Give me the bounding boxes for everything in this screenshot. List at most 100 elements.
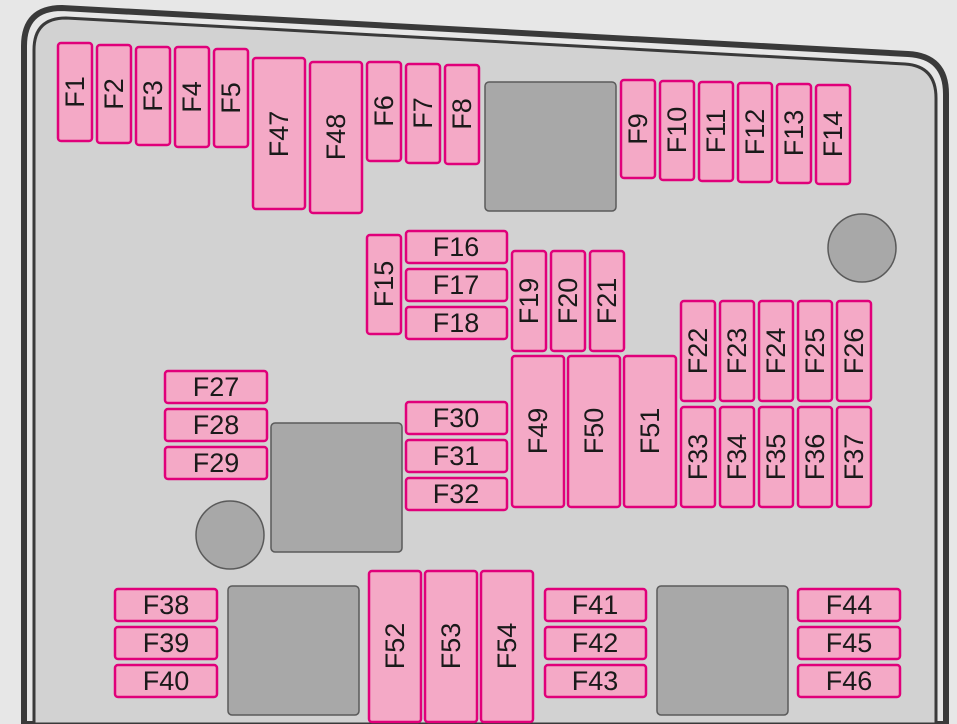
fuse-f37: F37 — [835, 405, 873, 509]
fuse-f48: F48 — [308, 60, 364, 215]
fuse-label: F25 — [800, 328, 830, 375]
fuse-label: F41 — [572, 590, 619, 620]
fuse-label: F17 — [433, 270, 480, 300]
fuse-f35: F35 — [757, 405, 795, 509]
fuse-label: F28 — [193, 410, 240, 440]
fuse-f25: F25 — [796, 299, 834, 403]
fuse-label: F43 — [572, 666, 619, 696]
fuse-label: F38 — [143, 590, 190, 620]
fuse-label: F19 — [514, 278, 544, 325]
fuse-f26: F26 — [835, 299, 873, 403]
fuse-f54: F54 — [479, 569, 535, 724]
relay-bottom-left — [227, 585, 360, 716]
fuse-f39: F39 — [113, 625, 219, 661]
fuse-f24: F24 — [757, 299, 795, 403]
fuse-f2: F2 — [95, 43, 133, 145]
fuse-label: F11 — [701, 109, 731, 154]
fuse-f40: F40 — [113, 663, 219, 699]
fuse-f31: F31 — [404, 438, 509, 474]
fuse-label: F24 — [761, 328, 791, 375]
fuse-f12: F12 — [736, 81, 774, 184]
fuse-label: F31 — [433, 441, 480, 471]
fuse-label: F45 — [826, 628, 873, 658]
fuse-label: F29 — [193, 448, 240, 478]
fuse-f30: F30 — [404, 400, 509, 436]
fuse-f21: F21 — [588, 249, 626, 353]
fuse-f49: F49 — [510, 354, 566, 509]
fuse-label: F49 — [523, 408, 553, 455]
fuse-f5: F5 — [212, 47, 250, 149]
fuse-label: F37 — [839, 434, 869, 481]
fuse-f47: F47 — [251, 56, 307, 211]
fuse-f52: F52 — [367, 569, 423, 724]
fuse-box-outer-frame — [21, 4, 949, 724]
fuse-label: F15 — [369, 261, 399, 308]
fuse-f41: F41 — [543, 587, 648, 623]
fuse-f8: F8 — [443, 63, 481, 166]
fuse-label: F18 — [433, 308, 480, 338]
fuse-f6: F6 — [365, 60, 403, 163]
fuse-label: F35 — [761, 434, 791, 481]
fuse-f10: F10 — [658, 79, 696, 182]
fuse-label: F51 — [635, 408, 665, 455]
fuse-label: F20 — [553, 278, 583, 325]
fuse-f16: F16 — [404, 229, 509, 265]
fuse-label: F7 — [408, 97, 438, 129]
fuse-f3: F3 — [134, 45, 172, 147]
fuse-label: F42 — [572, 628, 619, 658]
fuse-f34: F34 — [718, 405, 756, 509]
fuse-f27: F27 — [163, 369, 269, 405]
fuse-f43: F43 — [543, 663, 648, 699]
fuse-label: F9 — [623, 113, 653, 145]
fuse-f22: F22 — [679, 299, 717, 403]
fuse-label: F16 — [433, 232, 480, 262]
fuse-f18: F18 — [404, 305, 509, 341]
mounting-hole-right — [827, 213, 897, 283]
fuse-f17: F17 — [404, 267, 509, 303]
fuse-label: F54 — [492, 623, 522, 670]
fuse-label: F8 — [447, 98, 477, 130]
fuse-label: F2 — [99, 78, 129, 110]
fuse-label: F5 — [216, 82, 246, 114]
fuse-group: F1 F2 F3 F4 F5 F47 F48 F6 F7 F8 F9 F10 F… — [56, 41, 902, 724]
fuse-label: F32 — [433, 479, 480, 509]
fuse-f28: F28 — [163, 407, 269, 443]
fuse-label: F52 — [380, 623, 410, 670]
fuse-label: F48 — [321, 114, 351, 161]
relay-bottom-right — [656, 585, 789, 716]
fuse-label: F12 — [740, 109, 770, 156]
mounting-hole-left — [195, 500, 265, 570]
fuse-label: F3 — [138, 80, 168, 112]
fuse-label: F36 — [800, 434, 830, 481]
fuse-f32: F32 — [404, 476, 509, 512]
fuse-f20: F20 — [549, 249, 587, 353]
fuse-label: F39 — [143, 628, 190, 658]
fuse-f42: F42 — [543, 625, 648, 661]
fuse-label: F6 — [369, 95, 399, 127]
fuse-f1: F1 — [56, 41, 94, 143]
fuse-label: F26 — [839, 328, 869, 375]
fuse-label: F13 — [779, 110, 809, 157]
fuse-label: F1 — [60, 76, 90, 108]
fuse-f33: F33 — [679, 405, 717, 509]
fuse-label: F4 — [177, 81, 207, 113]
relay-top — [484, 81, 617, 212]
fuse-f9: F9 — [619, 78, 657, 180]
fuse-f23: F23 — [718, 299, 756, 403]
fuse-f44: F44 — [796, 587, 902, 623]
fuse-label: F50 — [579, 408, 609, 455]
fuse-f51: F51 — [622, 354, 678, 509]
fuse-f11: F11 — [697, 80, 735, 183]
fuse-f29: F29 — [163, 445, 269, 481]
fuse-label: F33 — [683, 434, 713, 481]
fuse-label: F46 — [826, 666, 873, 696]
fuse-f36: F36 — [796, 405, 834, 509]
fuse-f7: F7 — [404, 62, 442, 165]
fuse-f19: F19 — [510, 249, 548, 353]
fuse-f53: F53 — [423, 569, 479, 724]
fuse-label: F34 — [722, 434, 752, 481]
fuse-label: F47 — [264, 111, 294, 158]
fuse-f15: F15 — [365, 233, 403, 336]
fuse-f38: F38 — [113, 587, 219, 623]
fuse-label: F23 — [722, 328, 752, 375]
